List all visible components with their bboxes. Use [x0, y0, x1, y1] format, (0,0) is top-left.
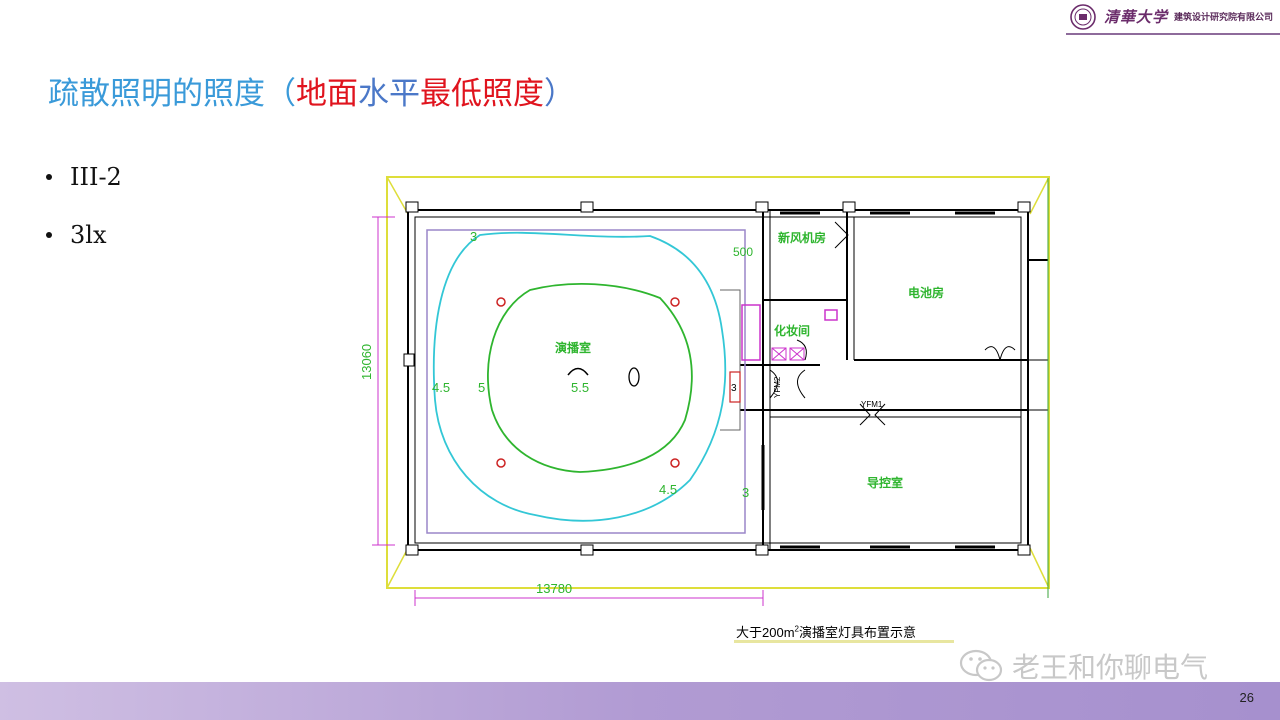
bullet-list: III-2 3lx	[46, 158, 122, 274]
university-seal-icon	[1070, 3, 1096, 30]
door-yfm1: YFM1	[861, 400, 883, 409]
makeup-sinks	[771, 347, 805, 361]
label-contour-55: 5.5	[571, 380, 589, 395]
caption-suffix: 演播室灯具布置示意	[798, 625, 916, 640]
contour-5lx	[487, 282, 693, 473]
makeup-fixture	[741, 304, 761, 361]
room-broadcast: 演播室	[555, 340, 591, 355]
room-control: 导控室	[867, 475, 903, 490]
caption-superscript: 2	[794, 624, 799, 634]
bullet-dot	[46, 174, 52, 180]
label-contour-3-right: 3	[742, 485, 749, 500]
studio-boundary	[426, 229, 746, 534]
room-makeup: 化妆间	[774, 323, 810, 338]
caption-underline	[734, 640, 954, 643]
label-contour-5: 5	[478, 380, 485, 395]
title-part-1: 疏散照明的照度（	[48, 76, 296, 112]
bullet-dot	[46, 232, 52, 238]
figure-caption: 大于200m2演播室灯具布置示意	[736, 622, 916, 641]
bullet-text: 3lx	[70, 221, 107, 249]
center-fixture	[628, 367, 640, 387]
bullet-item: 3lx	[46, 216, 122, 254]
slide-title: 疏散照明的照度（地面水平最低照度）	[48, 68, 575, 113]
dim-height: 13060	[359, 344, 374, 380]
watermark-text: 老王和你聊电气	[1012, 651, 1209, 684]
title-part-3: 水平	[358, 76, 420, 112]
label-contour-45-left: 4.5	[432, 380, 450, 395]
plan-labels: 3 500 4.5 5 5.5 4.5 3 演播室 新风机房 电池房 化妆间 导…	[359, 229, 944, 596]
door-yfm2: YFM2	[773, 376, 782, 398]
door-3: 3	[731, 383, 737, 394]
room-battery: 电池房	[908, 285, 944, 300]
title-part-5: ）	[544, 76, 575, 112]
contour-3lx	[432, 231, 727, 522]
watermark: 老王和你聊电气	[958, 646, 1208, 686]
plan-doors	[769, 221, 1016, 426]
plan-windows	[761, 211, 995, 549]
luminaire-markers	[496, 297, 680, 468]
label-500: 500	[733, 245, 753, 259]
title-part-2: 地面	[296, 76, 358, 112]
label-contour-45-bottom: 4.5	[659, 482, 677, 497]
plan-columns	[403, 201, 1031, 556]
header-divider	[1066, 33, 1280, 35]
floor-plan-drawing: 3 500 4.5 5 5.5 4.5 3 演播室 新风机房 电池房 化妆间 导…	[359, 176, 1050, 606]
footer-band	[0, 682, 1280, 720]
makeup-mirror	[824, 309, 838, 321]
plan-walls	[407, 209, 1048, 551]
emergency-exit-sign	[729, 371, 741, 403]
header-logo: 清華大学 建筑设计研究院有限公司	[1066, 0, 1280, 33]
label-contour-3-top: 3	[470, 229, 477, 244]
room-fresh-air: 新风机房	[778, 230, 826, 245]
bullet-item: III-2	[46, 158, 122, 196]
bullet-text: III-2	[70, 163, 122, 191]
logo-subtitle: 建筑设计研究院有限公司	[1174, 13, 1274, 23]
title-part-4: 最低照度	[420, 76, 544, 112]
dimension-lines	[372, 216, 764, 606]
logo-calligraphy: 清華大学	[1104, 8, 1169, 26]
dim-width: 13780	[536, 581, 572, 596]
studio-inner-partition	[720, 289, 741, 431]
center-symbol	[567, 367, 589, 376]
wechat-icon	[959, 649, 1003, 682]
plan-outer-frame	[386, 176, 1050, 589]
caption-prefix: 大于200m	[736, 625, 795, 640]
page-number: 26	[1239, 690, 1254, 705]
